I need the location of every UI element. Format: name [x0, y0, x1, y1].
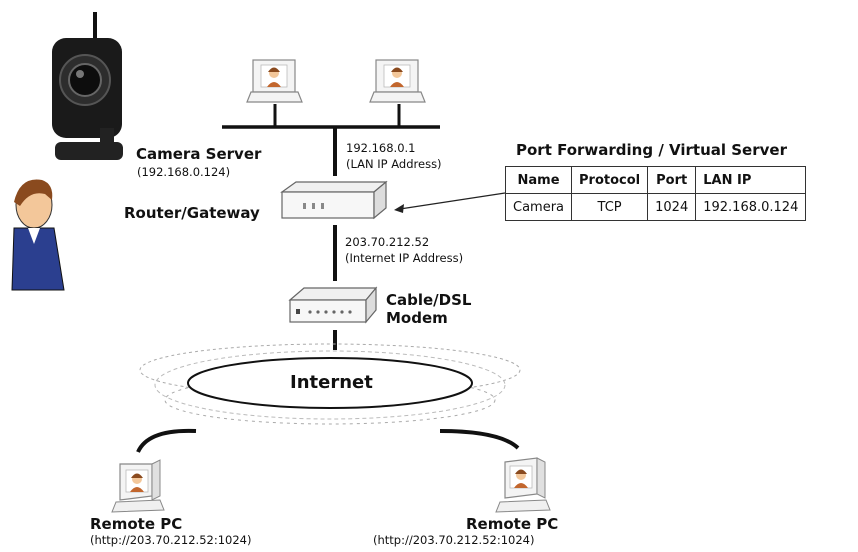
port-forwarding-table: Name Protocol Port LAN IP Camera TCP 102… [504, 166, 807, 221]
internet-to-remote-1-line [136, 428, 197, 453]
forwarding-arrow [394, 192, 506, 213]
camera-server-ip: (192.168.0.124) [137, 165, 231, 179]
ip-camera-icon [52, 12, 123, 160]
cell-port: 1024 [647, 193, 697, 221]
header-protocol: Protocol [571, 166, 649, 194]
remote-pc-1-icon [111, 459, 165, 513]
remote-pc-2-title: Remote PC [466, 515, 559, 533]
router-wan-ip-note: (Internet IP Address) [345, 251, 464, 265]
header-port: Port [647, 166, 697, 194]
cell-lan-ip: 192.168.0.124 [695, 193, 807, 221]
lan-pc-2-icon [369, 59, 426, 103]
router-icon [280, 180, 388, 220]
router-lan-ip-note: (LAN IP Address) [346, 157, 442, 171]
port-forwarding-title: Port Forwarding / Virtual Server [516, 141, 787, 159]
table-header-row: Name Protocol Port LAN IP [504, 166, 807, 194]
cell-protocol: TCP [571, 193, 649, 221]
internet-cloud [139, 343, 521, 425]
camera-server-title: Camera Server [136, 145, 262, 163]
person-icon [11, 179, 65, 291]
modem-label-line2: Modem [386, 309, 448, 327]
router-wan-ip: 203.70.212.52 [345, 235, 430, 249]
header-name: Name [504, 166, 573, 194]
lan-pc-1-icon [246, 59, 303, 103]
remote-pc-2-icon [495, 457, 551, 513]
header-lan-ip: LAN IP [695, 166, 807, 194]
modem-label-line1: Cable/DSL [386, 291, 472, 309]
remote-pc-2-url: (http://203.70.212.52:1024) [373, 533, 535, 547]
modem-icon [288, 286, 378, 324]
remote-pc-1-url: (http://203.70.212.52:1024) [90, 533, 252, 547]
internet-label: Internet [290, 372, 373, 393]
router-title: Router/Gateway [124, 204, 260, 222]
router-lan-ip: 192.168.0.1 [346, 141, 416, 155]
internet-to-remote-2-line [439, 429, 520, 450]
table-row: Camera TCP 1024 192.168.0.124 [504, 193, 807, 221]
cell-name: Camera [504, 193, 573, 221]
remote-pc-1-title: Remote PC [90, 515, 183, 533]
